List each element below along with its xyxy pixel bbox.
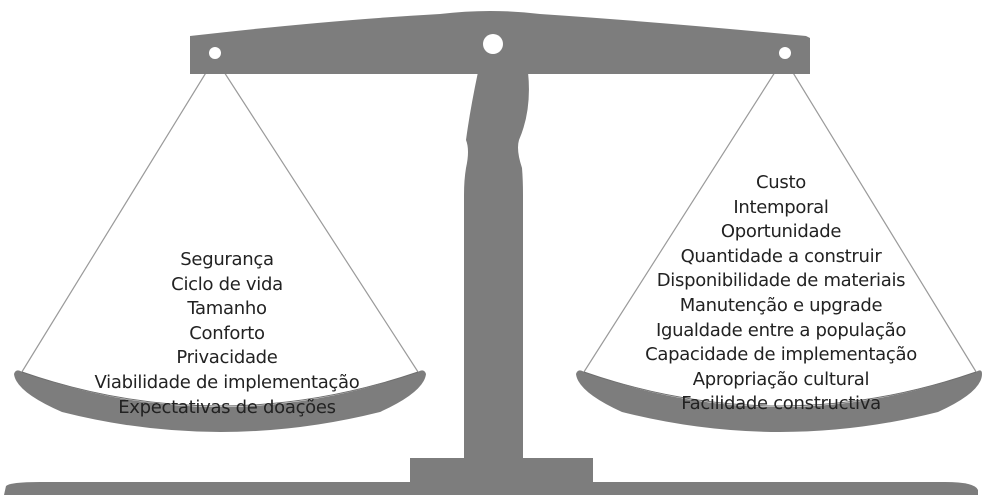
right-pan-item: Oportunidade	[720, 221, 842, 243]
left-pan-item: Expectativas de doações	[118, 396, 336, 418]
right-pan-item: Intemporal	[733, 196, 829, 218]
right-pan-item: Disponibilidade de materiais	[656, 270, 906, 292]
scale-column	[464, 72, 529, 460]
center-pivot-hole	[483, 34, 503, 54]
right-pivot-hole	[779, 47, 791, 59]
right-pan-strings	[581, 57, 979, 376]
left-pan-item: Conforto	[189, 322, 265, 344]
left-pan-item: Tamanho	[187, 298, 267, 320]
scale-base-floor	[4, 482, 978, 495]
left-pan-item: Privacidade	[176, 347, 278, 369]
right-pan-item: Manutenção e upgrade	[679, 294, 883, 316]
left-pan-item: Viabilidade de implementação	[94, 371, 360, 393]
right-pan-item: Quantidade a construir	[680, 245, 882, 267]
right-pan-item: Apropriação cultural	[692, 368, 870, 390]
left-pan-item: Segurança	[180, 249, 274, 270]
left-pan-item: Ciclo de vida	[171, 273, 283, 295]
left-pivot-hole	[209, 47, 221, 59]
left-pan	[14, 370, 426, 432]
left-pan-items: Segurança Ciclo de vida Tamanho Conforto…	[36, 248, 418, 420]
right-pan-item: Facilidade constructiva	[681, 393, 881, 415]
right-pan-item: Custo	[756, 172, 806, 193]
right-pan-item: Igualdade entre a população	[655, 319, 907, 341]
right-pan	[576, 370, 982, 432]
right-pan-item: Capacidade de implementação	[645, 344, 917, 366]
right-pan-items: Custo Intemporal Oportunidade Quantidade…	[578, 171, 982, 417]
left-pan-strings	[19, 57, 421, 376]
